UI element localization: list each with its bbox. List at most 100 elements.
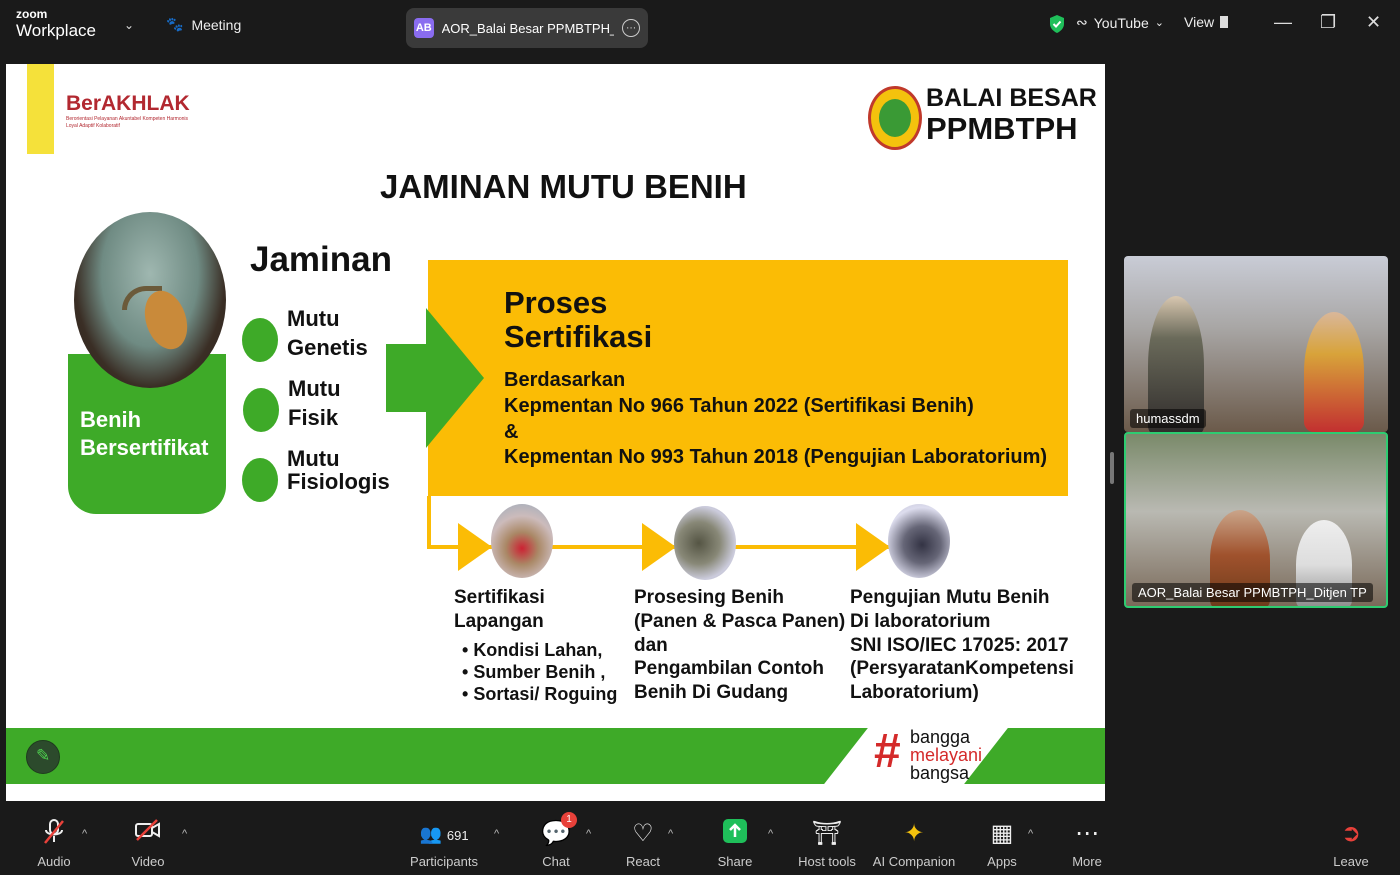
more-label: More: [1072, 854, 1102, 869]
flow-connector: [427, 496, 431, 548]
flow-arrow-icon: [856, 523, 890, 571]
share-screen-icon: [716, 818, 754, 850]
apps-label: Apps: [987, 854, 1017, 869]
youtube-live-button[interactable]: ∾ YouTube ⌄: [1076, 14, 1164, 31]
audio-label: Audio: [37, 854, 71, 869]
berakhlak-subtitle: Berorientasi Pelayanan Akuntabel Kompete…: [66, 116, 189, 129]
audio-button[interactable]: Audio: [36, 818, 72, 869]
shield-icon: ⛩: [811, 820, 843, 847]
org-line1: BALAI BESAR: [926, 84, 1097, 112]
ai-companion-button[interactable]: ✦ AI Companion: [872, 818, 956, 869]
close-icon[interactable]: ✕: [1366, 12, 1382, 32]
participant-video-tile-active[interactable]: AOR_Balai Besar PPMBTPH_Ditjen TP: [1124, 432, 1388, 608]
react-options-caret[interactable]: ^: [668, 828, 674, 840]
minimize-icon[interactable]: —: [1274, 12, 1292, 32]
meeting-controls: Audio ^ Video ^ 👥 691 Participants ^ 💬 C…: [0, 808, 1400, 875]
shared-screen-pill[interactable]: AB AOR_Balai Besar PPMBTPH_Ditjen ⋯: [406, 8, 648, 48]
chevron-down-icon: ⌄: [1154, 17, 1164, 29]
participants-button[interactable]: 👥 691 Participants: [410, 818, 478, 869]
host-tools-button[interactable]: ⛩ Host tools: [796, 818, 858, 869]
benih-line2: Bersertifikat: [80, 435, 209, 461]
more-button[interactable]: ⋯ More: [1068, 818, 1106, 869]
participants-count: 691: [446, 828, 469, 843]
step3-text: Pengujian Mutu Benih Di laboratorium SNI…: [850, 587, 1074, 703]
chevron-down-icon[interactable]: ⌄: [124, 18, 135, 32]
share-button[interactable]: Share: [716, 818, 754, 869]
panel-resize-handle[interactable]: [1110, 452, 1114, 484]
top-bar: zoom Workplace ⌄ 🐾 Meeting AB AOR_Balai …: [0, 0, 1400, 56]
apps-options-caret[interactable]: ^: [1028, 828, 1034, 840]
participant-video-tile[interactable]: humassdm: [1124, 256, 1388, 432]
step1-bullets: Kondisi Lahan, Sumber Benih , Sortasi/ R…: [462, 640, 617, 706]
bullet-dot: [243, 388, 279, 432]
laboratory-photo: [888, 504, 950, 578]
more-icon: ⋯: [1075, 820, 1099, 847]
berakhlak-logo: BerAKHLAK Berorientasi Pelayanan Akuntab…: [66, 92, 196, 129]
proses-sertifikasi-title: Proses Sertifikasi: [504, 285, 653, 355]
proses-sertifikasi-box: [428, 260, 1068, 496]
ministry-emblem-icon: [868, 86, 922, 150]
share-options-caret[interactable]: ^: [768, 828, 774, 840]
annotate-pen-button[interactable]: ✎: [26, 740, 60, 774]
shield-check-icon: [1050, 15, 1064, 33]
benih-line1: Benih: [80, 407, 142, 432]
live-stream-icon: ∾: [1076, 14, 1088, 30]
seed-image: [74, 212, 226, 388]
more-options-icon[interactable]: ⋯: [622, 19, 640, 37]
video-off-icon: [130, 818, 166, 850]
react-label: React: [626, 854, 660, 869]
view-button[interactable]: View: [1184, 14, 1229, 30]
step2-text: Prosesing Benih (Panen & Pasca Panen) da…: [634, 587, 846, 703]
shared-slide: BerAKHLAK Berorientasi Pelayanan Akuntab…: [6, 64, 1105, 801]
video-button[interactable]: Video: [130, 818, 166, 869]
video-label: Video: [131, 854, 165, 869]
step1-title: Sertifikasi Lapangan: [454, 587, 545, 632]
green-arrow-icon: [426, 308, 484, 448]
footer-green-bar: [6, 728, 1105, 784]
youtube-label: YouTube: [1093, 14, 1149, 31]
ai-companion-label: AI Companion: [872, 854, 956, 869]
shared-screen-title: AOR_Balai Besar PPMBTPH_Ditjen: [441, 20, 615, 36]
mutu-fisiologis: Mutu Fisiologis: [287, 446, 390, 494]
audio-options-caret[interactable]: ^: [82, 828, 88, 840]
chat-options-caret[interactable]: ^: [586, 828, 592, 840]
react-button[interactable]: ♡ React: [624, 818, 662, 869]
leave-label: Leave: [1333, 854, 1369, 869]
view-label: View: [1184, 14, 1215, 30]
restore-icon[interactable]: ❐: [1320, 12, 1337, 32]
flow-arrow-icon: [642, 523, 676, 571]
apps-icon: ▦: [990, 820, 1014, 847]
zoom-workplace-logo[interactable]: zoom Workplace: [16, 8, 96, 39]
bullet-dot: [242, 318, 278, 362]
participants-options-caret[interactable]: ^: [494, 828, 500, 840]
security-shield-icon[interactable]: [1048, 14, 1066, 34]
pen-icon: ✎: [36, 746, 51, 765]
meeting-button[interactable]: 🐾 Meeting: [166, 16, 241, 33]
video-options-caret[interactable]: ^: [182, 828, 188, 840]
jaminan-heading: Jaminan: [250, 240, 392, 279]
yellow-strip: [27, 64, 54, 154]
meeting-label: Meeting: [191, 16, 242, 33]
brand-small: zoom: [16, 7, 48, 21]
participants-icon: 👥 691: [419, 824, 469, 844]
participant-name: humassdm: [1130, 409, 1206, 428]
flow-arrow-icon: [458, 523, 492, 571]
regulation-basis: Berdasarkan Kepmentan No 966 Tahun 2022 …: [504, 369, 1048, 469]
mic-muted-icon: [36, 818, 72, 850]
heart-icon: ♡: [632, 820, 654, 847]
brand-large: Workplace: [16, 21, 96, 40]
apps-button[interactable]: ▦ Apps: [984, 818, 1020, 869]
sharer-avatar-badge: AB: [414, 18, 434, 38]
benih-label: Benih Bersertifikat: [80, 406, 208, 462]
paw-icon: 🐾: [166, 16, 184, 32]
chat-unread-badge: 1: [561, 812, 577, 828]
mutu-fisik: Mutu Fisik: [288, 376, 341, 430]
leave-button[interactable]: ➲ Leave: [1330, 818, 1372, 869]
view-layout-icon: [1220, 16, 1229, 28]
org-name: BALAI BESAR PPMBTPH: [926, 84, 1097, 145]
bullet-dot: [242, 458, 278, 502]
field-certification-photo: [491, 504, 553, 578]
chat-label: Chat: [542, 854, 570, 869]
host-tools-label: Host tools: [798, 854, 856, 869]
